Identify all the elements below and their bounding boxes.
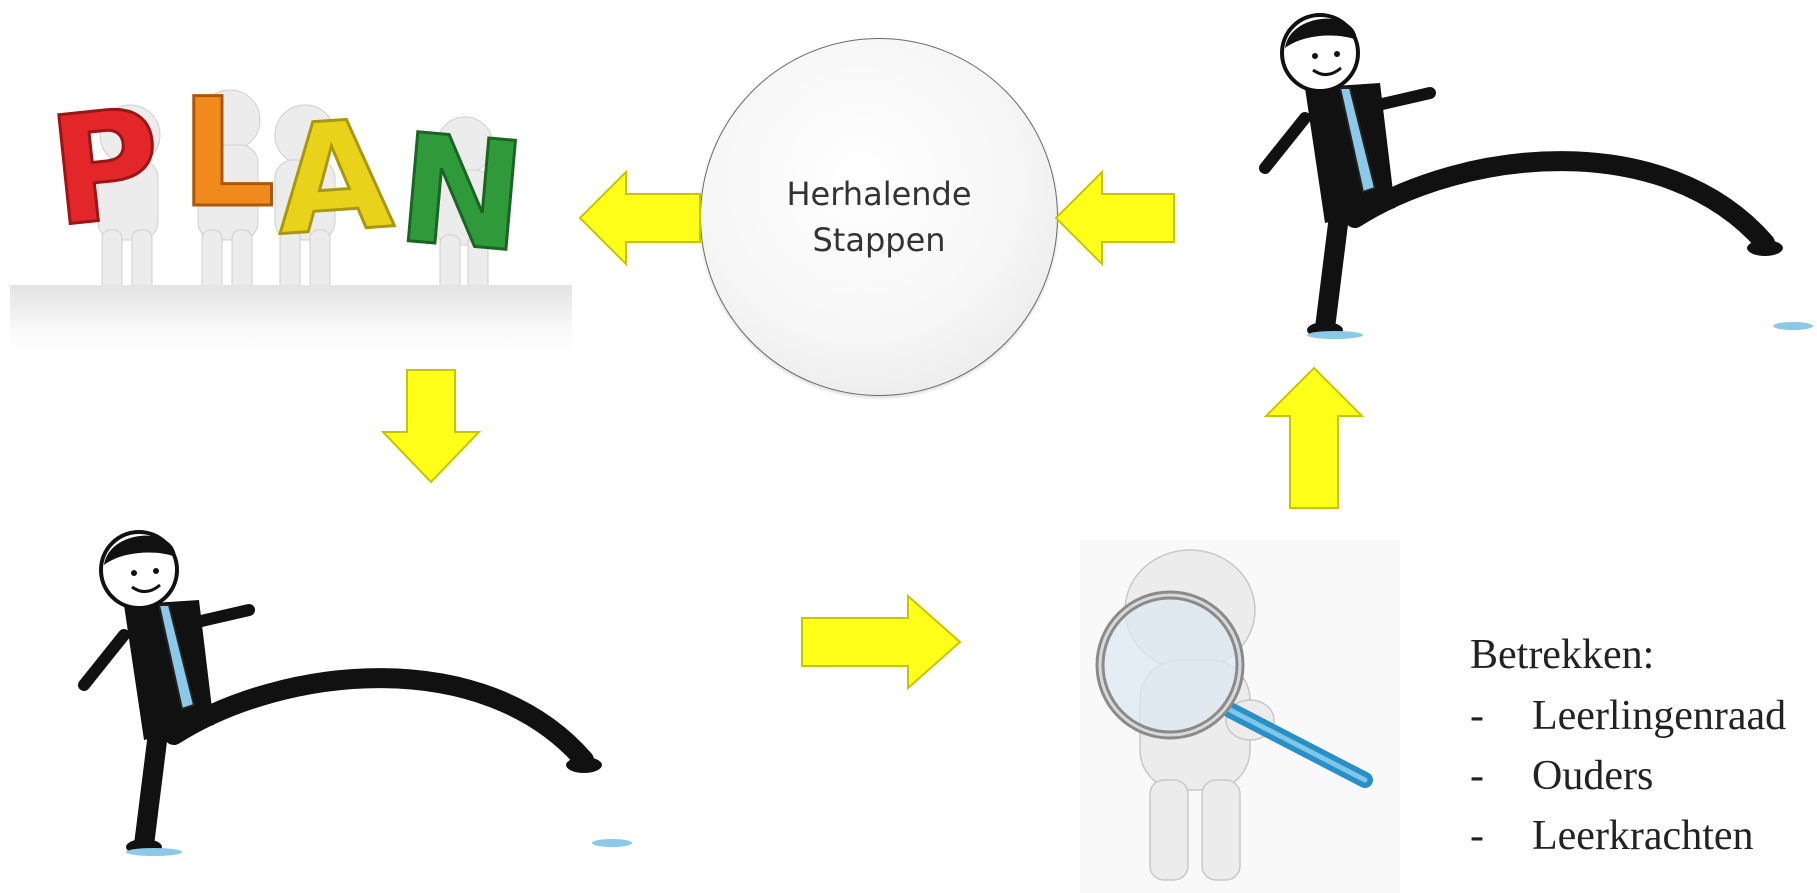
center-circle: Herhalende Stappen	[700, 38, 1058, 396]
plan-letter-a: A	[270, 88, 398, 270]
arrow-left-from-circle	[578, 169, 701, 267]
arrow-up	[1263, 366, 1365, 509]
list-item: -Leerkrachten	[1470, 813, 1754, 859]
list-item: -Leerlingenraad	[1470, 693, 1787, 739]
plan-letter-p: P	[42, 76, 170, 261]
kicking-man-figure-bottom	[78, 530, 632, 856]
magnifying-glass-figure	[1080, 540, 1400, 893]
involved-section: Betrekken: -Leerlingenraad -Ouders -Leer…	[1470, 630, 1817, 866]
arrow-left-into-circle	[1054, 169, 1175, 267]
arrow-right	[801, 593, 962, 691]
center-label-line1: Herhalende	[786, 175, 972, 213]
plan-letter-n: N	[391, 102, 531, 286]
involved-list: -Leerlingenraad -Ouders -Leerkrachten	[1470, 686, 1817, 866]
involved-heading: Betrekken:	[1470, 632, 1655, 678]
list-item: -Ouders	[1470, 753, 1654, 799]
plan-letter-l: L	[180, 67, 276, 241]
center-label-line2: Stappen	[812, 221, 946, 259]
kicking-man-figure-top	[1259, 13, 1813, 339]
arrow-down	[380, 369, 482, 484]
plan-image: P L A N	[10, 30, 572, 355]
